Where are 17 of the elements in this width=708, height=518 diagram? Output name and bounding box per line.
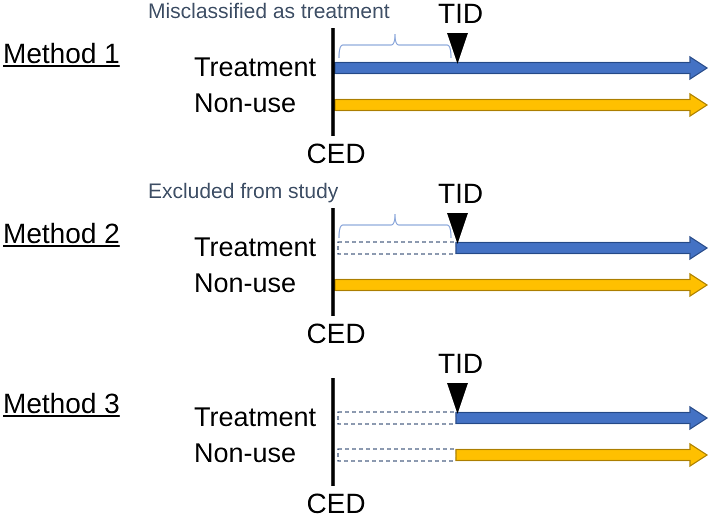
method-heading: Method 2	[3, 220, 120, 251]
row-label: Non-use	[194, 270, 296, 297]
row-label: Treatment	[194, 234, 316, 261]
tid-label: TID	[438, 0, 484, 28]
tid-label: TID	[438, 350, 484, 378]
row-label: Treatment	[194, 404, 316, 431]
method-heading: Method 1	[3, 40, 120, 71]
row-label: Non-use	[194, 90, 296, 117]
row-label: Non-use	[194, 440, 296, 467]
ced-label: CED	[306, 140, 366, 168]
ced-label: CED	[306, 490, 366, 518]
row-label: Treatment	[194, 54, 316, 81]
method-heading: Method 3	[3, 390, 120, 421]
tid-label: TID	[438, 180, 484, 208]
annotation-text: Excluded from study	[148, 181, 338, 202]
ced-label: CED	[306, 320, 366, 348]
annotation-text: Misclassified as treatment	[148, 1, 390, 22]
